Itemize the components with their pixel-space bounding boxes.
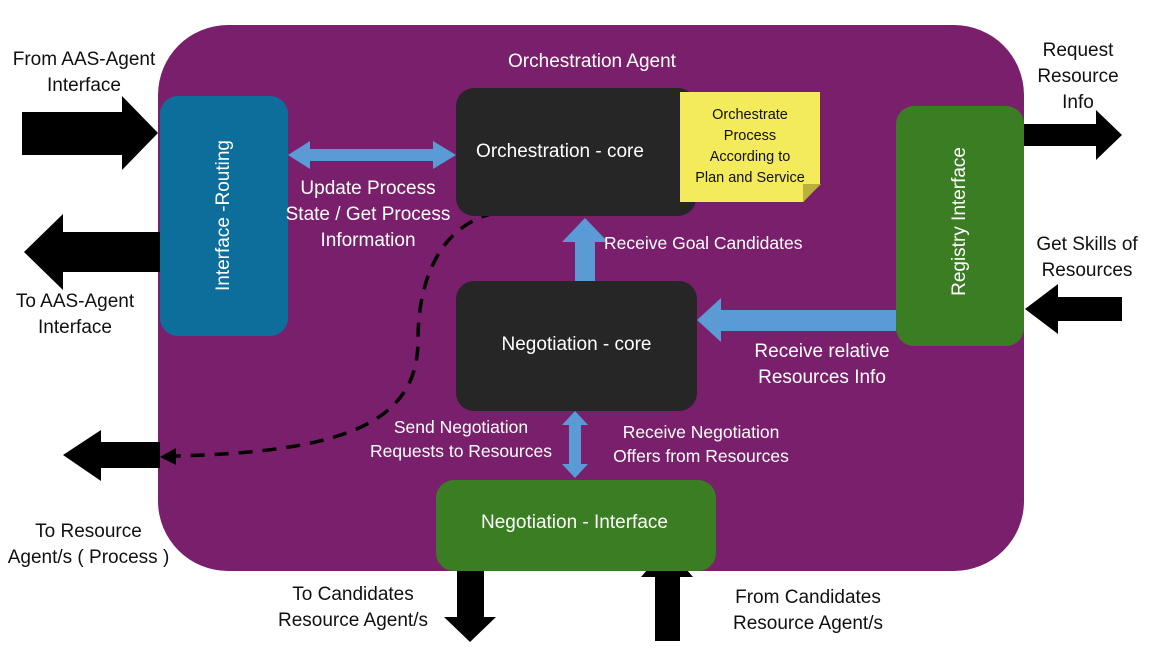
- goal-candidates-arrow: [562, 218, 608, 281]
- get-skills-label: Get Skills of Resources: [1022, 232, 1152, 284]
- label-line: Information: [320, 230, 416, 251]
- get-skills-arrow: [1025, 284, 1122, 334]
- interface-orchestration-arrow: [288, 141, 456, 169]
- update-process-label: Update Process State / Get Process Infor…: [268, 176, 468, 254]
- receive-negotiation-label: Receive Negotiation Offers from Resource…: [598, 420, 804, 468]
- label-line: To AAS-Agent: [15, 291, 135, 312]
- note-line: Process: [723, 128, 777, 144]
- from-candidates-label: From Candidates Resource Agent/s: [712, 585, 904, 637]
- dashed-path-arrowhead: [160, 448, 176, 465]
- label-line: Resource Agent/s: [733, 613, 883, 634]
- orchestration-core-box: Orchestration - core: [456, 88, 696, 216]
- to-aas-label: To AAS-Agent Interface: [0, 289, 150, 341]
- label-line: Resources Info: [758, 367, 886, 388]
- label-line: Resources: [1041, 260, 1133, 281]
- label-line: From Candidates: [735, 587, 881, 608]
- receive-goal-label: Receive Goal Candidates: [604, 233, 803, 253]
- from-aas-arrow: [22, 96, 158, 170]
- negotiation-exchange-arrow: [562, 411, 588, 478]
- request-resource-arrow: [1024, 110, 1122, 160]
- label-line: Resource Agent/s: [278, 610, 428, 631]
- orchestration-core-label: Orchestration - core: [476, 141, 644, 162]
- note-line: Orchestrate: [712, 107, 788, 123]
- send-negotiation-label: Send Negotiation Requests to Resources: [356, 415, 566, 463]
- label-line: Requests to Resources: [370, 441, 552, 461]
- interface-routing-box: Interface -Routing: [160, 96, 288, 336]
- label-line: From AAS-Agent: [12, 49, 156, 70]
- container-title: Orchestration Agent: [508, 51, 676, 72]
- to-candidates-label: To Candidates Resource Agent/s: [258, 582, 448, 634]
- negotiation-core-box: Negotiation - core: [456, 281, 697, 411]
- dashed-process-path: [174, 211, 496, 458]
- label-line: Update Process: [300, 178, 436, 199]
- request-resource-label: Request Resource Info: [1020, 38, 1136, 116]
- from-aas-label: From AAS-Agent Interface: [0, 47, 168, 99]
- relative-resources-arrow: [697, 298, 896, 342]
- label-line: To Resource: [35, 521, 142, 542]
- label-line: Offers from Resources: [613, 446, 789, 466]
- label-line: Request: [1042, 40, 1114, 61]
- receive-relative-label: Receive relative Resources Info: [727, 339, 917, 391]
- negotiation-interface-box: Negotiation - Interface: [436, 480, 716, 571]
- label-line: Info: [1062, 92, 1094, 113]
- note-line: According to: [709, 149, 791, 165]
- registry-interface-box: Registry Interface: [896, 106, 1024, 346]
- note-line: Plan and Service: [695, 170, 805, 186]
- sticky-note: Orchestrate Process According to Plan an…: [680, 92, 820, 202]
- negotiation-interface-label: Negotiation - Interface: [481, 512, 668, 533]
- to-aas-arrow: [24, 214, 160, 290]
- label-line: Resource: [1037, 66, 1119, 87]
- label-line: Agent/s ( Process ): [7, 547, 170, 568]
- negotiation-core-label: Negotiation - core: [501, 334, 652, 355]
- to-resource-arrow: [63, 430, 160, 481]
- label-line: State / Get Process: [285, 204, 451, 225]
- to-resource-label: To Resource Agent/s ( Process ): [0, 519, 177, 571]
- label-line: Send Negotiation: [393, 417, 529, 437]
- interface-routing-label: Interface -Routing: [213, 140, 234, 292]
- label-line: Get Skills of: [1036, 234, 1138, 255]
- label-line: Interface: [47, 75, 121, 96]
- label-line: Receive Negotiation: [622, 422, 780, 442]
- label-line: To Candidates: [292, 584, 414, 605]
- registry-interface-label: Registry Interface: [949, 146, 970, 296]
- label-line: Receive relative: [754, 341, 890, 362]
- label-line: Interface: [38, 317, 112, 338]
